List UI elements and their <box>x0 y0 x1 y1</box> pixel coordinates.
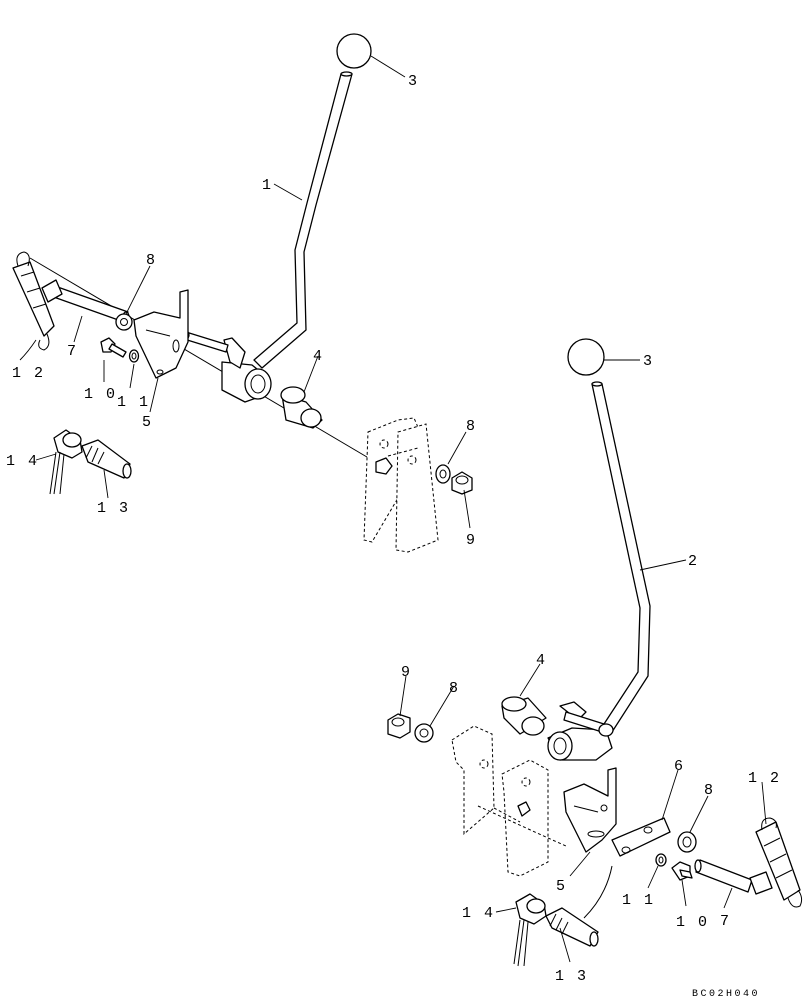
upper-callouts: 3 1 8 1 2 7 1 0 1 1 5 4 1 4 1 3 8 9 <box>6 73 477 549</box>
callout-lower-washer-small: 1 1 <box>622 892 655 909</box>
callout-upper-bolt: 1 0 <box>84 386 117 403</box>
callout-lower-knob: 3 <box>643 353 654 370</box>
upper-bolt <box>100 337 127 358</box>
callout-lower-nut-left: 9 <box>401 664 412 681</box>
callout-lower-bolt: 1 0 <box>676 914 709 931</box>
lower-lever <box>591 381 651 733</box>
callout-upper-nut-right: 9 <box>466 532 477 549</box>
lower-mount-dashed <box>451 725 567 877</box>
upper-connector <box>49 429 83 495</box>
callout-upper-knob: 3 <box>408 73 419 90</box>
lower-leader-lines <box>399 359 767 963</box>
lower-lever-hub <box>547 701 614 761</box>
lower-bushing <box>501 696 547 736</box>
lower-mount-nut <box>517 801 531 817</box>
upper-mount-dashed <box>363 417 439 553</box>
lower-knob <box>567 338 605 376</box>
drawing-number: BC02H040 <box>692 989 760 1000</box>
lower-sensor <box>545 907 599 947</box>
lower-cable <box>583 865 613 919</box>
upper-lever-hub <box>182 330 272 403</box>
callout-upper-sensor: 1 3 <box>97 500 130 517</box>
callout-upper-washer-small: 1 1 <box>117 394 150 411</box>
lower-assembly: 3 2 4 9 8 6 8 1 2 5 1 1 1 0 7 1 4 1 3 <box>387 338 803 985</box>
lower-washer-small <box>655 853 667 867</box>
callout-upper-washer-right: 8 <box>466 418 477 435</box>
callout-upper-bracket: 5 <box>142 414 153 431</box>
upper-leader-lines <box>19 55 471 529</box>
callout-upper-washer-top: 8 <box>146 252 157 269</box>
callout-upper-lever: 1 <box>262 177 273 194</box>
callout-lower-plate: 6 <box>674 758 685 775</box>
upper-pin <box>41 279 130 323</box>
lower-bracket <box>563 767 617 853</box>
lower-pin <box>694 859 773 895</box>
upper-assembly: 3 1 8 1 2 7 1 0 1 1 5 4 1 4 1 3 8 9 <box>6 33 477 553</box>
callout-upper-spring: 1 2 <box>12 365 45 382</box>
upper-washer-right <box>435 464 451 484</box>
upper-bushing <box>280 386 323 429</box>
upper-lever <box>253 71 353 369</box>
lower-bolt <box>671 861 693 881</box>
lower-callouts: 3 2 4 9 8 6 8 1 2 5 1 1 1 0 7 1 4 1 3 <box>401 353 781 985</box>
callout-upper-bushing: 4 <box>313 348 324 365</box>
callout-lower-connector: 1 4 <box>462 905 495 922</box>
callout-lower-washer-left: 8 <box>449 680 460 697</box>
lower-plate <box>611 817 671 857</box>
lower-nut-left <box>387 713 411 739</box>
callout-lower-bracket: 5 <box>556 878 567 895</box>
upper-knob <box>336 33 372 69</box>
callout-lower-sensor: 1 3 <box>555 968 588 985</box>
callout-lower-washer-right: 8 <box>704 782 715 799</box>
callout-lower-spring: 1 2 <box>748 770 781 787</box>
upper-washer-top <box>115 313 133 331</box>
callout-upper-connector: 1 4 <box>6 453 39 470</box>
callout-lower-lever: 2 <box>688 553 699 570</box>
callout-lower-bushing: 4 <box>536 652 547 669</box>
lower-washer-right <box>677 831 697 853</box>
callout-upper-pin: 7 <box>67 343 78 360</box>
lower-spring <box>755 817 803 908</box>
lower-washer-left <box>414 723 434 743</box>
upper-sensor <box>81 439 132 479</box>
upper-bracket <box>133 289 189 379</box>
upper-mount-nut <box>375 457 393 475</box>
upper-nut-right <box>451 471 473 495</box>
upper-spring <box>12 251 55 351</box>
callout-lower-pin: 7 <box>720 913 731 930</box>
lower-connector <box>513 893 547 967</box>
upper-washer-small <box>128 349 140 363</box>
